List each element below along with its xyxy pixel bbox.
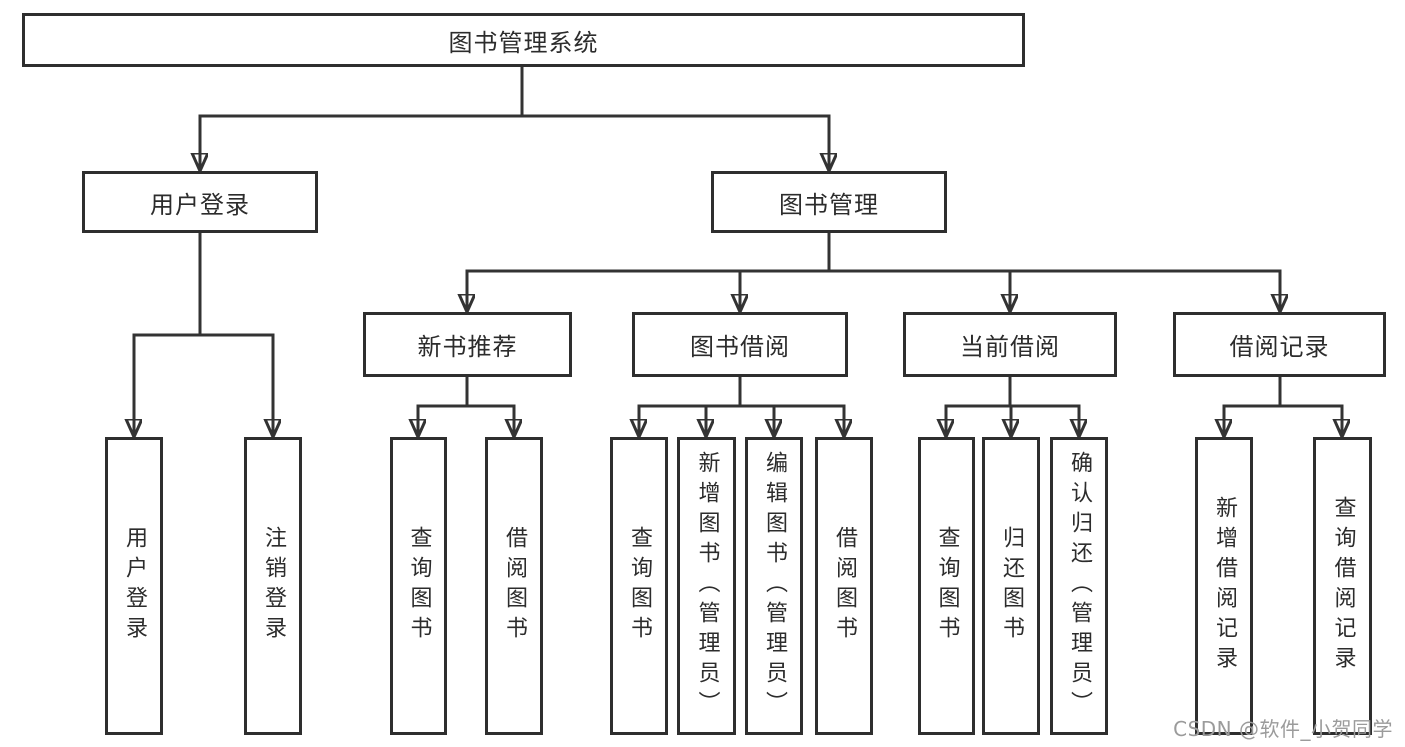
leaf-query-books-borrow: 查询图书 (610, 437, 668, 735)
node-new-book-recommendation: 新书推荐 (363, 312, 572, 377)
node-borrowing-records: 借阅记录 (1173, 312, 1386, 377)
leaf-add-borrow-record: 新增借阅记录 (1195, 437, 1253, 735)
leaf-edit-books-admin: 编辑图书（管理员） (745, 437, 803, 735)
leaf-query-borrow-record: 查询借阅记录 (1313, 437, 1372, 735)
leaf-user-login: 用户登录 (105, 437, 163, 735)
node-book-borrowing: 图书借阅 (632, 312, 848, 377)
csdn-watermark: CSDN @软件_小贺同学 (1173, 717, 1393, 741)
node-book-management: 图书管理 (711, 171, 947, 233)
leaf-query-books-current: 查询图书 (918, 437, 975, 735)
leaf-borrow-books-borrow: 借阅图书 (815, 437, 873, 735)
leaf-logout: 注销登录 (244, 437, 302, 735)
node-user-login: 用户登录 (82, 171, 318, 233)
leaf-borrow-books-recommend: 借阅图书 (485, 437, 543, 735)
node-root-library-management-system: 图书管理系统 (22, 13, 1025, 67)
leaf-add-books-admin: 新增图书（管理员） (677, 437, 736, 735)
node-current-borrowing: 当前借阅 (903, 312, 1117, 377)
leaf-confirm-return-admin: 确认归还（管理员） (1050, 437, 1108, 735)
leaf-return-books: 归还图书 (982, 437, 1040, 735)
leaf-query-books-recommend: 查询图书 (390, 437, 447, 735)
